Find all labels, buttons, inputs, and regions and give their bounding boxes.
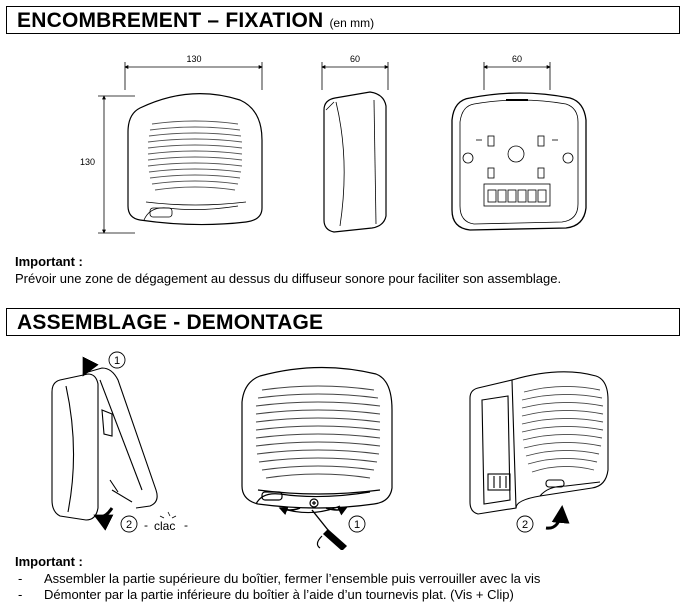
step1-badge: 1 [114, 355, 120, 367]
note2-title: Important : [15, 554, 83, 569]
assembly-drawings: 1 2 - clac - 1 [51, 351, 609, 550]
step2b-badge: 2 [522, 519, 528, 531]
bullet-dash: - [18, 571, 23, 586]
back-depth-label: 60 [512, 54, 522, 64]
section-title: ASSEMBLAGE - DEMONTAGE [17, 311, 324, 334]
note1-text: Prévoir une zone de dégagement au dessus… [15, 271, 562, 286]
section-header-assemblage: ASSEMBLAGE - DEMONTAGE [6, 308, 680, 336]
clac-dash-left: - [144, 518, 148, 532]
bullet-dash: - [18, 587, 23, 602]
bullet-text: Démonter par la partie inférieure du boî… [44, 587, 514, 602]
clac-dash-right: - [184, 518, 188, 532]
section-title: ENCOMBREMENT – FIXATION (en mm) [17, 9, 375, 32]
step2-badge: 2 [126, 519, 132, 531]
front-width-label: 130 [186, 54, 201, 64]
dimension-drawings: 130 130 60 60 [80, 54, 587, 234]
note1-title: Important : [15, 254, 83, 269]
bullet-text: Assembler la partie supérieure du boîtie… [44, 571, 541, 586]
side-depth-label: 60 [350, 54, 360, 64]
clac-label: clac [154, 519, 175, 533]
section-header-encombrement: ENCOMBREMENT – FIXATION (en mm) [6, 6, 680, 34]
front-height-label: 130 [80, 157, 95, 167]
section-unit: (en mm) [329, 16, 375, 30]
step1b-badge: 1 [354, 519, 360, 531]
